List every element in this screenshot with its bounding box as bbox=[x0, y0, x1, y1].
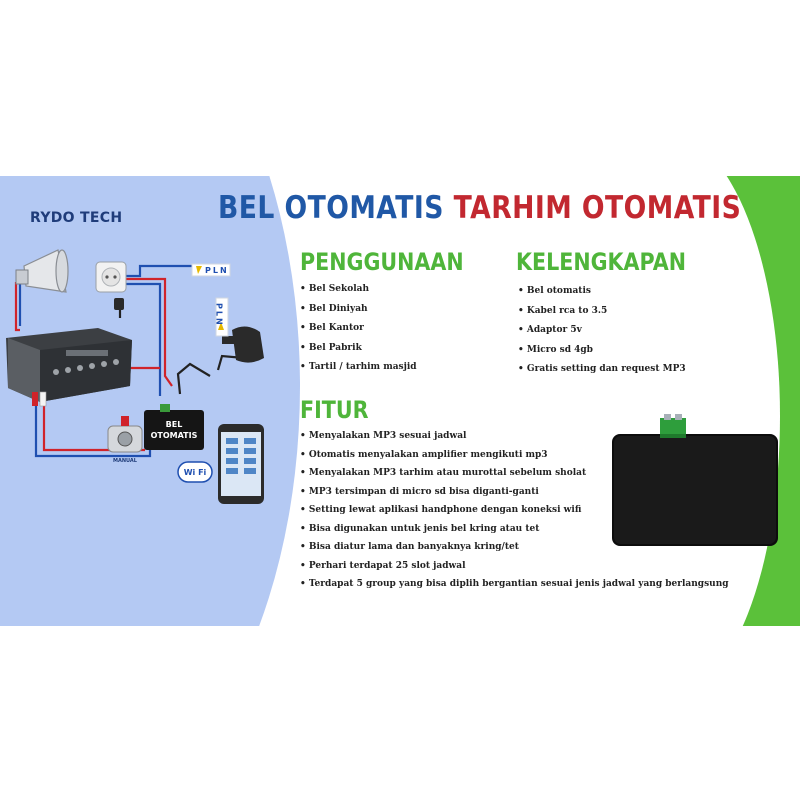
list-item: Bel Sekolah bbox=[300, 280, 417, 300]
wifi-label: Wi Fi bbox=[184, 468, 207, 477]
title-tarhim-otomatis: TARHIM OTOMATIS bbox=[453, 190, 742, 226]
list-item: Micro sd 4gb bbox=[518, 341, 686, 361]
list-item: Perhari terdapat 25 slot jadwal bbox=[300, 557, 729, 576]
power-adapter-icon bbox=[222, 326, 264, 363]
list-item: Menyalakan MP3 sesuai jadwal bbox=[300, 427, 729, 446]
list-item: Bel Diniyah bbox=[300, 300, 417, 320]
list-item: Bisa digunakan untuk jenis bel kring ata… bbox=[300, 520, 729, 539]
bel-otomatis-device-photo bbox=[612, 414, 778, 546]
kelengkapan-list: Bel otomatis Kabel rca to 3.5 Adaptor 5v… bbox=[518, 282, 686, 380]
fitur-list: Menyalakan MP3 sesuai jadwal Otomatis me… bbox=[300, 427, 729, 594]
wiring-diagram: PLN PLN BEL OTOMATIS MANUAL Wi Fi bbox=[6, 249, 264, 504]
list-item: Bel otomatis bbox=[518, 282, 686, 302]
amplifier-icon bbox=[6, 328, 132, 402]
list-item: Kabel rca to 3.5 bbox=[518, 302, 686, 322]
list-item: Terdapat 5 group yang bisa diplih bergan… bbox=[300, 575, 729, 594]
left-blue-background bbox=[0, 176, 300, 626]
kelengkapan-heading: KELENGKAPAN bbox=[516, 248, 687, 276]
list-item: Menyalakan MP3 tarhim atau murottal sebe… bbox=[300, 464, 729, 483]
fitur-heading: FITUR bbox=[300, 396, 369, 424]
device-label-line1: BEL bbox=[166, 420, 183, 429]
manual-switch-icon bbox=[107, 416, 143, 453]
penggunaan-list: Bel Sekolah Bel Diniyah Bel Kantor Bel P… bbox=[300, 280, 417, 378]
list-item: Tartil / tarhim masjid bbox=[300, 358, 417, 378]
list-item: Bel Kantor bbox=[300, 319, 417, 339]
wifi-badge-icon bbox=[177, 461, 213, 483]
pln-vertical-label: PLN bbox=[215, 303, 224, 327]
list-item: Gratis setting dan request MP3 bbox=[518, 360, 686, 380]
pln-top-label: PLN bbox=[205, 266, 229, 275]
phone-icon bbox=[218, 424, 264, 504]
brand-label: RYDO TECH bbox=[30, 210, 123, 226]
title-bel-otomatis: BEL OTOMATIS bbox=[218, 190, 444, 226]
wall-socket-icon bbox=[95, 261, 127, 310]
list-item: Adaptor 5v bbox=[518, 321, 686, 341]
list-item: Otomatis menyalakan amplifier mengikuti … bbox=[300, 446, 729, 465]
product-banner: RYDO TECH bbox=[0, 176, 800, 626]
horn-speaker-icon bbox=[15, 249, 69, 293]
penggunaan-heading: PENGGUNAAN bbox=[300, 248, 464, 276]
pln-tag-icon bbox=[191, 263, 231, 337]
list-item: MP3 tersimpan di micro sd bisa diganti-g… bbox=[300, 483, 729, 502]
manual-switch-label: MANUAL bbox=[113, 458, 138, 464]
rca-cable-icon bbox=[32, 391, 47, 407]
device-label-line2: OTOMATIS bbox=[151, 431, 198, 440]
list-item: Setting lewat aplikasi handphone dengan … bbox=[300, 501, 729, 520]
banner-title: BEL OTOMATIS TARHIM OTOMATIS bbox=[218, 190, 741, 226]
list-item: Bisa diatur lama dan banyaknya kring/tet bbox=[300, 538, 729, 557]
list-item: Bel Pabrik bbox=[300, 339, 417, 359]
bel-otomatis-device-icon bbox=[144, 404, 204, 450]
